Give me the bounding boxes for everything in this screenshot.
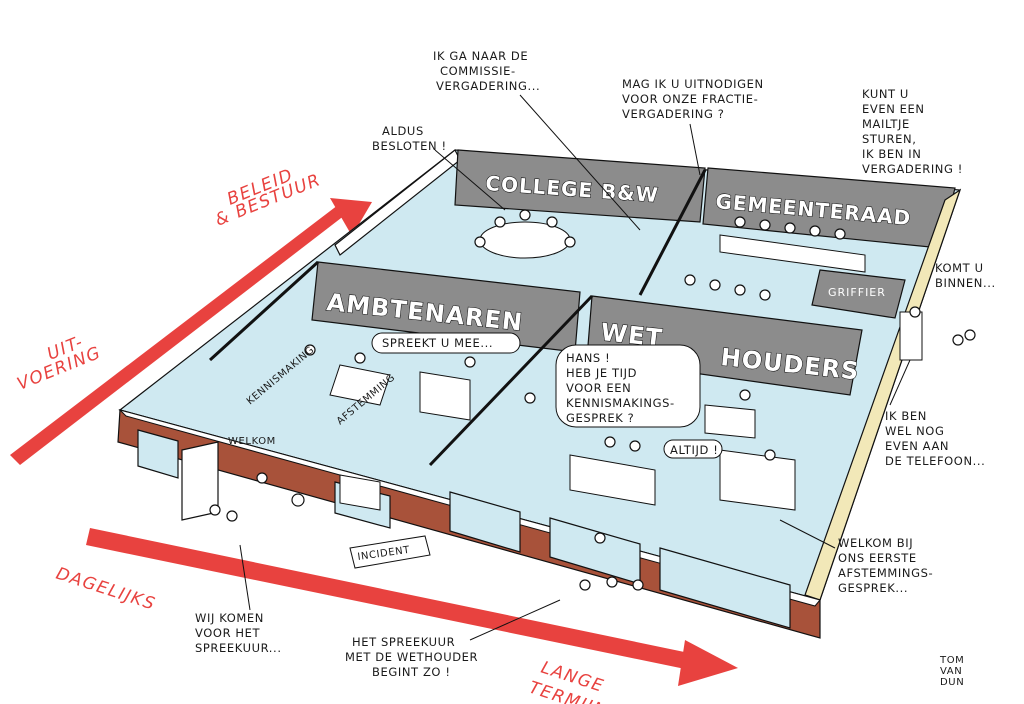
svg-text:KOMT U: KOMT U	[935, 261, 984, 275]
people	[209, 209, 976, 591]
svg-text:DUN: DUN	[940, 677, 964, 688]
bubble-spreekuur-komen: WIJ KOMEN VOOR HET SPREEKUUR...	[195, 544, 282, 655]
beleid-arrow	[10, 198, 372, 465]
side-wall	[804, 188, 962, 601]
svg-text:IK BEN: IK BEN	[885, 409, 927, 423]
dagelijks-arrow	[86, 528, 738, 686]
bubble-commissie: IK GA NAAR DE COMMISSIE- VERGADERING...	[433, 49, 641, 231]
bubble-eerste: WELKOM BIJ ONS EERSTE AFSTEMMINGS- GESPR…	[779, 519, 933, 595]
college-wall	[454, 149, 706, 223]
svg-text:HANS !: HANS !	[566, 351, 610, 365]
svg-text:MAG IK U UITNODIGEN: MAG IK U UITNODIGEN	[622, 77, 764, 91]
afstemming-label: AFSTEMMING	[335, 372, 398, 427]
incident-sign: INCIDENT	[349, 535, 431, 569]
svg-text:VOOR ONZE FRACTIE-: VOOR ONZE FRACTIE-	[622, 92, 758, 106]
svg-text:MET DE WETHOUDER: MET DE WETHOUDER	[345, 650, 478, 664]
room-college-label: COLLEGE B&W	[485, 171, 660, 207]
svg-text:WIJ KOMEN: WIJ KOMEN	[195, 611, 264, 625]
svg-text:VOOR EEN: VOOR EEN	[566, 381, 631, 395]
svg-text:KENNISMAKINGS-: KENNISMAKINGS-	[566, 396, 675, 410]
bubble-besloten: ALDUS BESLOTEN !	[372, 124, 506, 211]
svg-text:VERGADERING ?: VERGADERING ?	[622, 107, 724, 121]
svg-text:VERGADERING !: VERGADERING !	[862, 162, 963, 176]
svg-text:KUNT U: KUNT U	[862, 87, 909, 101]
svg-text:STUREN,: STUREN,	[862, 132, 916, 146]
svg-text:DE TELEFOON...: DE TELEFOON...	[885, 454, 985, 468]
svg-text:TOM: TOM	[939, 655, 964, 666]
svg-text:SPREEKUUR...: SPREEKUUR...	[195, 641, 282, 655]
svg-text:EVEN EEN: EVEN EEN	[862, 102, 925, 116]
bubble-spreekuur-begint: HET SPREEKUUR MET DE WETHOUDER BEGINT ZO…	[345, 599, 561, 679]
bubble-mailtje: KUNT U EVEN EEN MAILTJE STUREN, IK BEN I…	[862, 87, 963, 176]
windows	[137, 429, 791, 629]
dagelijks-label: DAGELIJKS	[53, 564, 158, 615]
griffier-wall	[811, 269, 906, 319]
bubble-spreekt: SPREEKT U MEE...	[371, 332, 521, 354]
svg-text:ONS EERSTE: ONS EERSTE	[838, 551, 917, 565]
svg-text:HET SPREEKUUR: HET SPREEKUUR	[352, 635, 455, 649]
kennismaking-label: KENNISMAKING	[245, 345, 317, 408]
svg-text:HEB JE TIJD: HEB JE TIJD	[566, 366, 637, 380]
svg-text:GESPREK ?: GESPREK ?	[566, 411, 634, 425]
bubble-hans: HANS ! HEB JE TIJD VOOR EEN KENNISMAKING…	[555, 344, 701, 428]
bubble-binnen: KOMT U BINNEN...	[935, 261, 996, 290]
svg-text:COMMISSIE-: COMMISSIE-	[440, 64, 516, 78]
room-houders-label: HOUDERS	[719, 343, 860, 385]
artist-signature: TOM VAN DUN	[939, 655, 964, 688]
furniture	[329, 221, 866, 511]
bubble-fractie: MAG IK U UITNODIGEN VOOR ONZE FRACTIE- V…	[622, 77, 764, 176]
svg-text:VOOR HET: VOOR HET	[195, 626, 261, 640]
svg-text:IK BEN IN: IK BEN IN	[862, 147, 921, 161]
room-ambtenaren-label: AMBTENAREN	[325, 288, 524, 336]
svg-text:GESPREK...: GESPREK...	[838, 581, 908, 595]
room-raad-label: GEMEENTERAAD	[715, 189, 913, 230]
room-griffier-label: GRIFFIER	[828, 286, 886, 299]
svg-text:AFSTEMMINGS-: AFSTEMMINGS-	[838, 566, 933, 580]
svg-text:WELKOM BIJ: WELKOM BIJ	[838, 536, 913, 550]
svg-text:VERGADERING...: VERGADERING...	[436, 79, 540, 93]
svg-text:BEGINT ZO !: BEGINT ZO !	[372, 665, 451, 679]
bubble-telefoon: IK BEN WEL NOG EVEN AAN DE TELEFOON...	[885, 359, 985, 468]
wethouders-wall	[586, 295, 863, 396]
svg-text:IK GA NAAR DE: IK GA NAAR DE	[433, 49, 528, 63]
svg-text:BINNEN...: BINNEN...	[935, 276, 996, 290]
svg-text:MAILTJE: MAILTJE	[862, 117, 910, 131]
svg-text:ALTIJD !: ALTIJD !	[670, 443, 718, 457]
svg-text:SPREEKT U MEE...: SPREEKT U MEE...	[382, 336, 493, 350]
svg-text:ALDUS: ALDUS	[382, 124, 424, 138]
svg-text:WEL NOG: WEL NOG	[885, 424, 944, 438]
svg-text:VAN: VAN	[940, 666, 962, 677]
svg-text:EVEN AAN: EVEN AAN	[885, 439, 949, 453]
welkom-sign: WELKOM	[228, 436, 276, 447]
svg-text:BESLOTEN !: BESLOTEN !	[372, 139, 447, 153]
bubble-altijd: ALTIJD !	[663, 439, 723, 459]
